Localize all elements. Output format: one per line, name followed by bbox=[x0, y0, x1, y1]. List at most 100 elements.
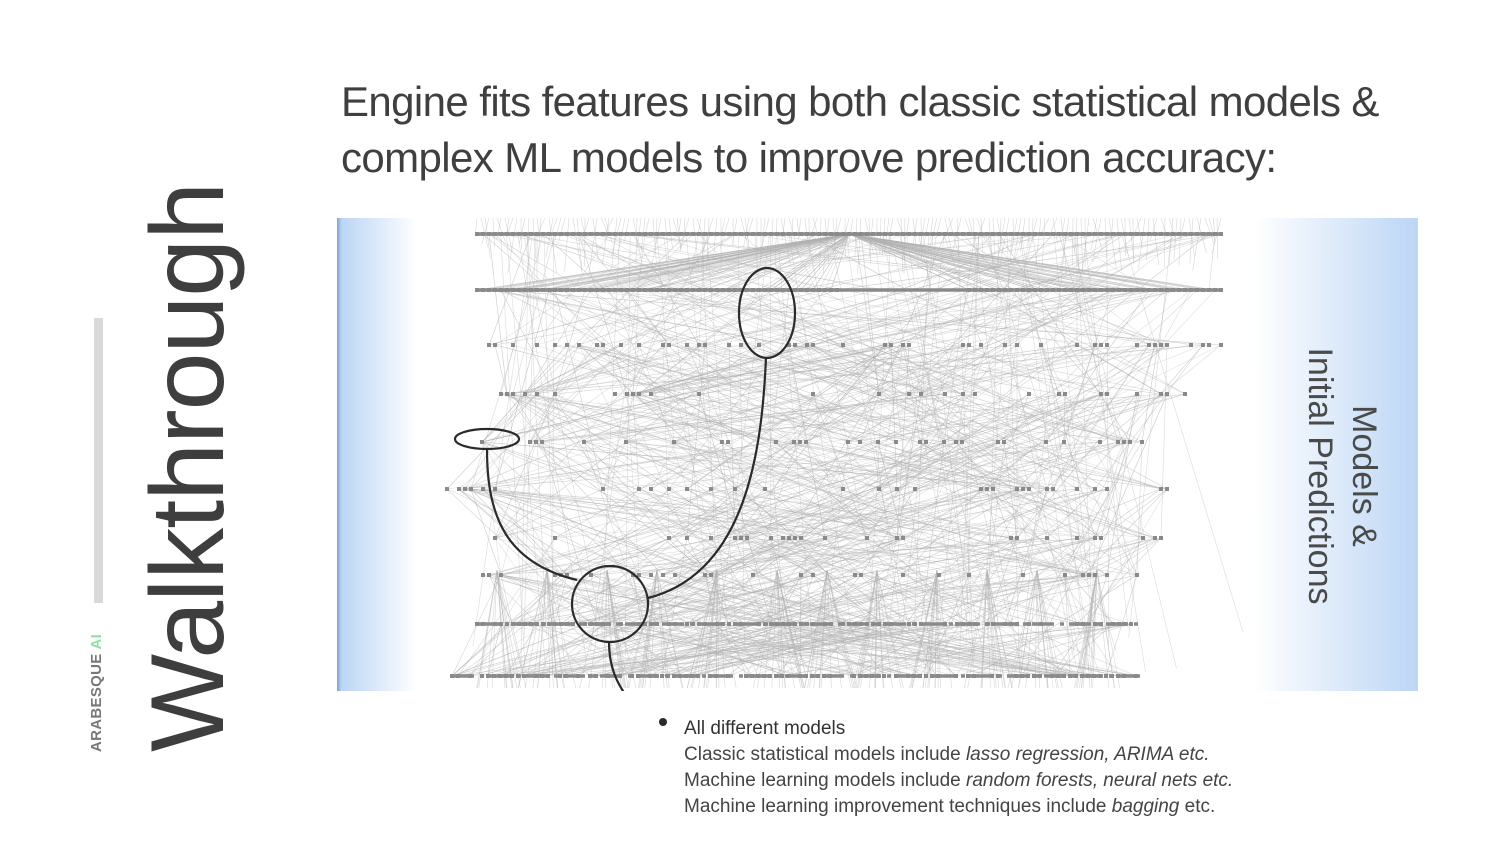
network-node bbox=[816, 674, 820, 678]
network-node bbox=[498, 674, 502, 678]
network-node bbox=[1009, 622, 1013, 626]
network-edge bbox=[925, 441, 1168, 490]
network-edge bbox=[469, 488, 1108, 677]
network-edge bbox=[872, 623, 1053, 677]
network-edge bbox=[496, 569, 518, 689]
network-edge bbox=[638, 289, 1090, 395]
network-node bbox=[793, 622, 797, 626]
network-node bbox=[804, 674, 808, 678]
network-node bbox=[865, 622, 869, 626]
network-edge bbox=[986, 537, 1078, 625]
network-node bbox=[871, 232, 875, 236]
network-node bbox=[882, 674, 886, 678]
network-edge bbox=[806, 233, 883, 631]
network-node bbox=[696, 674, 700, 678]
network-node bbox=[523, 622, 527, 626]
network-node bbox=[667, 487, 671, 491]
network-edge bbox=[782, 488, 1024, 539]
network-edge bbox=[716, 623, 753, 677]
network-edge bbox=[995, 218, 1006, 274]
network-edge bbox=[632, 344, 904, 395]
network-node bbox=[1057, 232, 1061, 236]
network-edge bbox=[644, 289, 999, 443]
network-edge bbox=[1088, 393, 1168, 576]
network-node bbox=[631, 288, 635, 292]
network-node bbox=[456, 674, 460, 678]
network-node bbox=[1093, 343, 1097, 347]
network-edge bbox=[536, 393, 826, 539]
network-node bbox=[745, 232, 749, 236]
network-edge bbox=[606, 569, 624, 689]
network-edge bbox=[853, 569, 878, 689]
network-edge bbox=[1053, 233, 1096, 657]
network-node bbox=[649, 622, 653, 626]
network-node bbox=[637, 288, 641, 292]
network-edge bbox=[595, 537, 1096, 677]
network-edge bbox=[1160, 344, 1168, 539]
network-node bbox=[523, 288, 527, 292]
network-edge bbox=[637, 623, 1018, 677]
network-node bbox=[1122, 440, 1126, 444]
network-node bbox=[919, 392, 923, 396]
network-edge bbox=[446, 488, 556, 539]
network-node bbox=[823, 288, 827, 292]
network-edge bbox=[632, 233, 1048, 291]
network-edge bbox=[470, 488, 898, 539]
network-edge bbox=[912, 569, 938, 689]
network-node bbox=[529, 622, 533, 626]
network-edge bbox=[506, 233, 546, 668]
network-edge bbox=[698, 569, 718, 689]
network-edge bbox=[608, 233, 1119, 443]
network-edge bbox=[632, 344, 1204, 395]
network-node bbox=[1123, 232, 1127, 236]
network-edge bbox=[876, 569, 893, 689]
network-edge bbox=[626, 393, 777, 443]
network-node bbox=[955, 622, 959, 626]
network-node bbox=[1141, 288, 1145, 292]
network-edge bbox=[472, 233, 533, 646]
network-edge bbox=[632, 233, 736, 291]
network-node bbox=[1117, 288, 1121, 292]
network-node bbox=[895, 487, 899, 491]
network-edge bbox=[722, 289, 964, 346]
network-edge bbox=[1116, 218, 1122, 271]
network-node bbox=[505, 232, 509, 236]
network-edge bbox=[606, 569, 637, 689]
network-node bbox=[769, 536, 773, 540]
network-edge bbox=[1076, 488, 1156, 539]
network-edge bbox=[632, 233, 1222, 395]
network-node bbox=[907, 392, 911, 396]
network-node bbox=[1092, 674, 1096, 678]
network-node bbox=[919, 232, 923, 236]
network-node bbox=[1039, 343, 1043, 347]
network-node bbox=[930, 674, 934, 678]
network-node bbox=[589, 573, 593, 577]
network-edge bbox=[458, 289, 700, 490]
network-edge bbox=[797, 218, 802, 241]
network-edge bbox=[1080, 218, 1083, 273]
network-node bbox=[685, 622, 689, 626]
network-edge bbox=[511, 623, 988, 677]
network-node bbox=[871, 622, 875, 626]
network-edge bbox=[860, 569, 878, 689]
network-node bbox=[757, 343, 761, 347]
network-node bbox=[601, 622, 605, 626]
network-node bbox=[487, 343, 491, 347]
network-edge bbox=[656, 233, 675, 443]
network-node bbox=[553, 232, 557, 236]
network-node bbox=[721, 622, 725, 626]
network-node bbox=[985, 232, 989, 236]
network-node bbox=[505, 392, 509, 396]
highlight-ellipse-left bbox=[453, 427, 521, 451]
network-node bbox=[858, 674, 862, 678]
network-edge bbox=[698, 344, 897, 443]
network-node bbox=[877, 232, 881, 236]
network-node bbox=[1063, 288, 1067, 292]
network-node bbox=[1171, 232, 1175, 236]
network-node bbox=[625, 288, 629, 292]
network-edge bbox=[583, 441, 994, 490]
network-edge bbox=[546, 569, 551, 689]
network-node bbox=[1087, 232, 1091, 236]
network-node bbox=[1057, 392, 1061, 396]
network-edge bbox=[541, 441, 598, 625]
